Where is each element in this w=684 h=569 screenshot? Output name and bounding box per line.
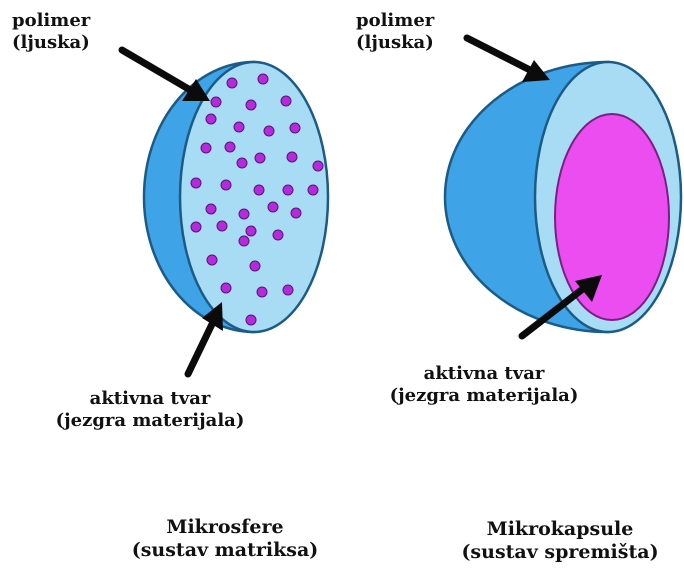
- particle-dot: [283, 185, 293, 195]
- shell-label-line1: polimer: [356, 10, 434, 32]
- particle-dot: [290, 123, 300, 133]
- microcapsule-shell-label: polimer (ljuska): [356, 10, 434, 54]
- particle-dot: [221, 283, 231, 293]
- microcapsule-figure: [445, 38, 681, 336]
- particle-dot: [291, 208, 301, 218]
- particle-dot: [237, 158, 247, 168]
- core-label-line2: (jezgra materijala): [364, 385, 604, 407]
- microcapsule-shell-arrow: [467, 38, 550, 82]
- caption-line1: Mikrosfere: [100, 516, 350, 539]
- particle-dot: [254, 185, 264, 195]
- particle-dot: [268, 202, 278, 212]
- microcapsule-core: [555, 114, 669, 320]
- particle-dot: [287, 152, 297, 162]
- particle-dot: [239, 209, 249, 219]
- core-label-line1: aktivna tvar: [364, 363, 604, 385]
- particle-dot: [255, 153, 265, 163]
- microsphere-figure: [122, 50, 328, 374]
- shell-label-line1: polimer: [12, 10, 90, 32]
- particle-dot: [246, 226, 256, 236]
- particle-dot: [227, 78, 237, 88]
- particle-dot: [246, 315, 256, 325]
- particle-dot: [225, 142, 235, 152]
- particle-dot: [308, 185, 318, 195]
- microsphere-caption: Mikrosfere (sustav matriksa): [100, 516, 350, 562]
- particle-dot: [191, 222, 201, 232]
- particle-dot: [211, 97, 221, 107]
- core-label-line2: (jezgra materijala): [30, 410, 270, 432]
- particle-dot: [258, 74, 268, 84]
- microsphere-core-label: aktivna tvar (jezgra materijala): [30, 388, 270, 432]
- particle-dot: [313, 161, 323, 171]
- caption-line1: Mikrokapsule: [440, 518, 680, 541]
- particle-dot: [273, 230, 283, 240]
- microcapsule-core-label: aktivna tvar (jezgra materijala): [364, 363, 604, 407]
- microsphere-shell-arrow: [122, 50, 210, 101]
- particle-dot: [191, 178, 201, 188]
- particle-dot: [264, 126, 274, 136]
- shell-label-line2: (ljuska): [12, 32, 90, 54]
- particle-dot: [239, 236, 249, 246]
- particle-dot: [234, 122, 244, 132]
- particle-dot: [250, 261, 260, 271]
- caption-line2: (sustav matriksa): [100, 539, 350, 562]
- caption-line2: (sustav spremišta): [440, 541, 680, 564]
- particle-dot: [201, 143, 211, 153]
- particle-dot: [246, 100, 256, 110]
- particle-dot: [206, 204, 216, 214]
- particle-dot: [281, 96, 291, 106]
- particle-dot: [257, 287, 267, 297]
- particle-dot: [206, 114, 216, 124]
- particle-dot: [283, 285, 293, 295]
- core-label-line1: aktivna tvar: [30, 388, 270, 410]
- particle-dot: [207, 255, 217, 265]
- particle-dot: [221, 180, 231, 190]
- microsphere-shell-label: polimer (ljuska): [12, 10, 90, 54]
- particle-dot: [217, 221, 227, 231]
- microcapsule-caption: Mikrokapsule (sustav spremišta): [440, 518, 680, 564]
- shell-label-line2: (ljuska): [356, 32, 434, 54]
